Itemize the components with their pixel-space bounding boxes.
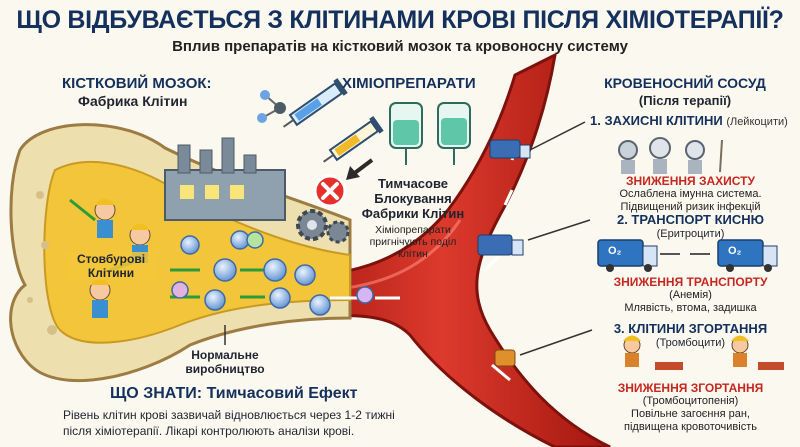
syringe-icon xyxy=(283,78,384,163)
footer-heading: ЩО ЗНАТИ: Тимчасовий Ефект xyxy=(110,385,358,402)
section-2-title: 2. ТРАНСПОРТ КИСНЮ (Еритроцити) xyxy=(616,212,765,241)
normal-production-label: Нормальне виробництво xyxy=(185,348,265,376)
page-title: ЩО ВІДБУВАЄТЬСЯ З КЛІТИНАМИ КРОВІ ПІСЛЯ … xyxy=(16,6,784,34)
section-3-effect: ЗНИЖЕННЯ ЗГОРТАННЯ (Тромбоцитопенія) Пов… xyxy=(617,381,764,434)
oxygen-truck-icon xyxy=(597,239,778,272)
arrow-icon xyxy=(346,166,360,180)
molecule-icon xyxy=(257,90,286,123)
section-1-title: 1. ЗАХИСНІ КЛІТИНИ (Лейкоцити) xyxy=(590,113,788,128)
bone-subheading: Фабрика Клітин xyxy=(78,93,188,109)
section-3-title: 3. КЛІТИНИ ЗГОРТАННЯ (Тромбоцити) xyxy=(613,321,768,350)
vessel-heading: КРОВЕНОСНИЙ СОСУД (Після терапії) xyxy=(604,75,766,108)
section-2-effect: ЗНИЖЕННЯ ТРАНСПОРТУ (Анемія) Млявість, в… xyxy=(613,275,768,315)
chemo-heading: ХІМІОПРЕПАРАТИ xyxy=(342,75,476,92)
pointer-lines xyxy=(519,121,593,356)
iv-bag-icon xyxy=(389,102,471,165)
knight-icon xyxy=(618,137,723,174)
oxygen-label: O₂ xyxy=(608,245,622,257)
truck-icon xyxy=(477,139,531,367)
factory xyxy=(164,137,286,221)
oxygen-label: O₂ xyxy=(728,245,742,257)
block-description: Хіміопрепарати пригнічують поділ клітин xyxy=(369,224,457,260)
section-1-effect: ЗНИЖЕННЯ ЗАХИСТУ Ослаблена імунна систем… xyxy=(619,174,762,214)
block-icon xyxy=(313,174,347,208)
block-title: Тимчасове Блокування Фабрики Клітин xyxy=(361,176,465,221)
gear-icon xyxy=(296,209,350,244)
footer-line-1: Рівень клітин крові зазвичай відновлюєть… xyxy=(63,408,395,422)
builder-icon xyxy=(623,335,784,370)
footer-line-2: після хіміотерапії. Лікарі контролюють а… xyxy=(63,424,355,438)
stem-cells-label: Стовбурові Клітини xyxy=(66,252,156,280)
bone-heading: КІСТКОВИЙ МОЗОК: xyxy=(62,75,212,92)
blood-cells xyxy=(171,230,374,316)
page-subtitle: Вплив препаратів на кістковий мозок та к… xyxy=(172,38,628,55)
